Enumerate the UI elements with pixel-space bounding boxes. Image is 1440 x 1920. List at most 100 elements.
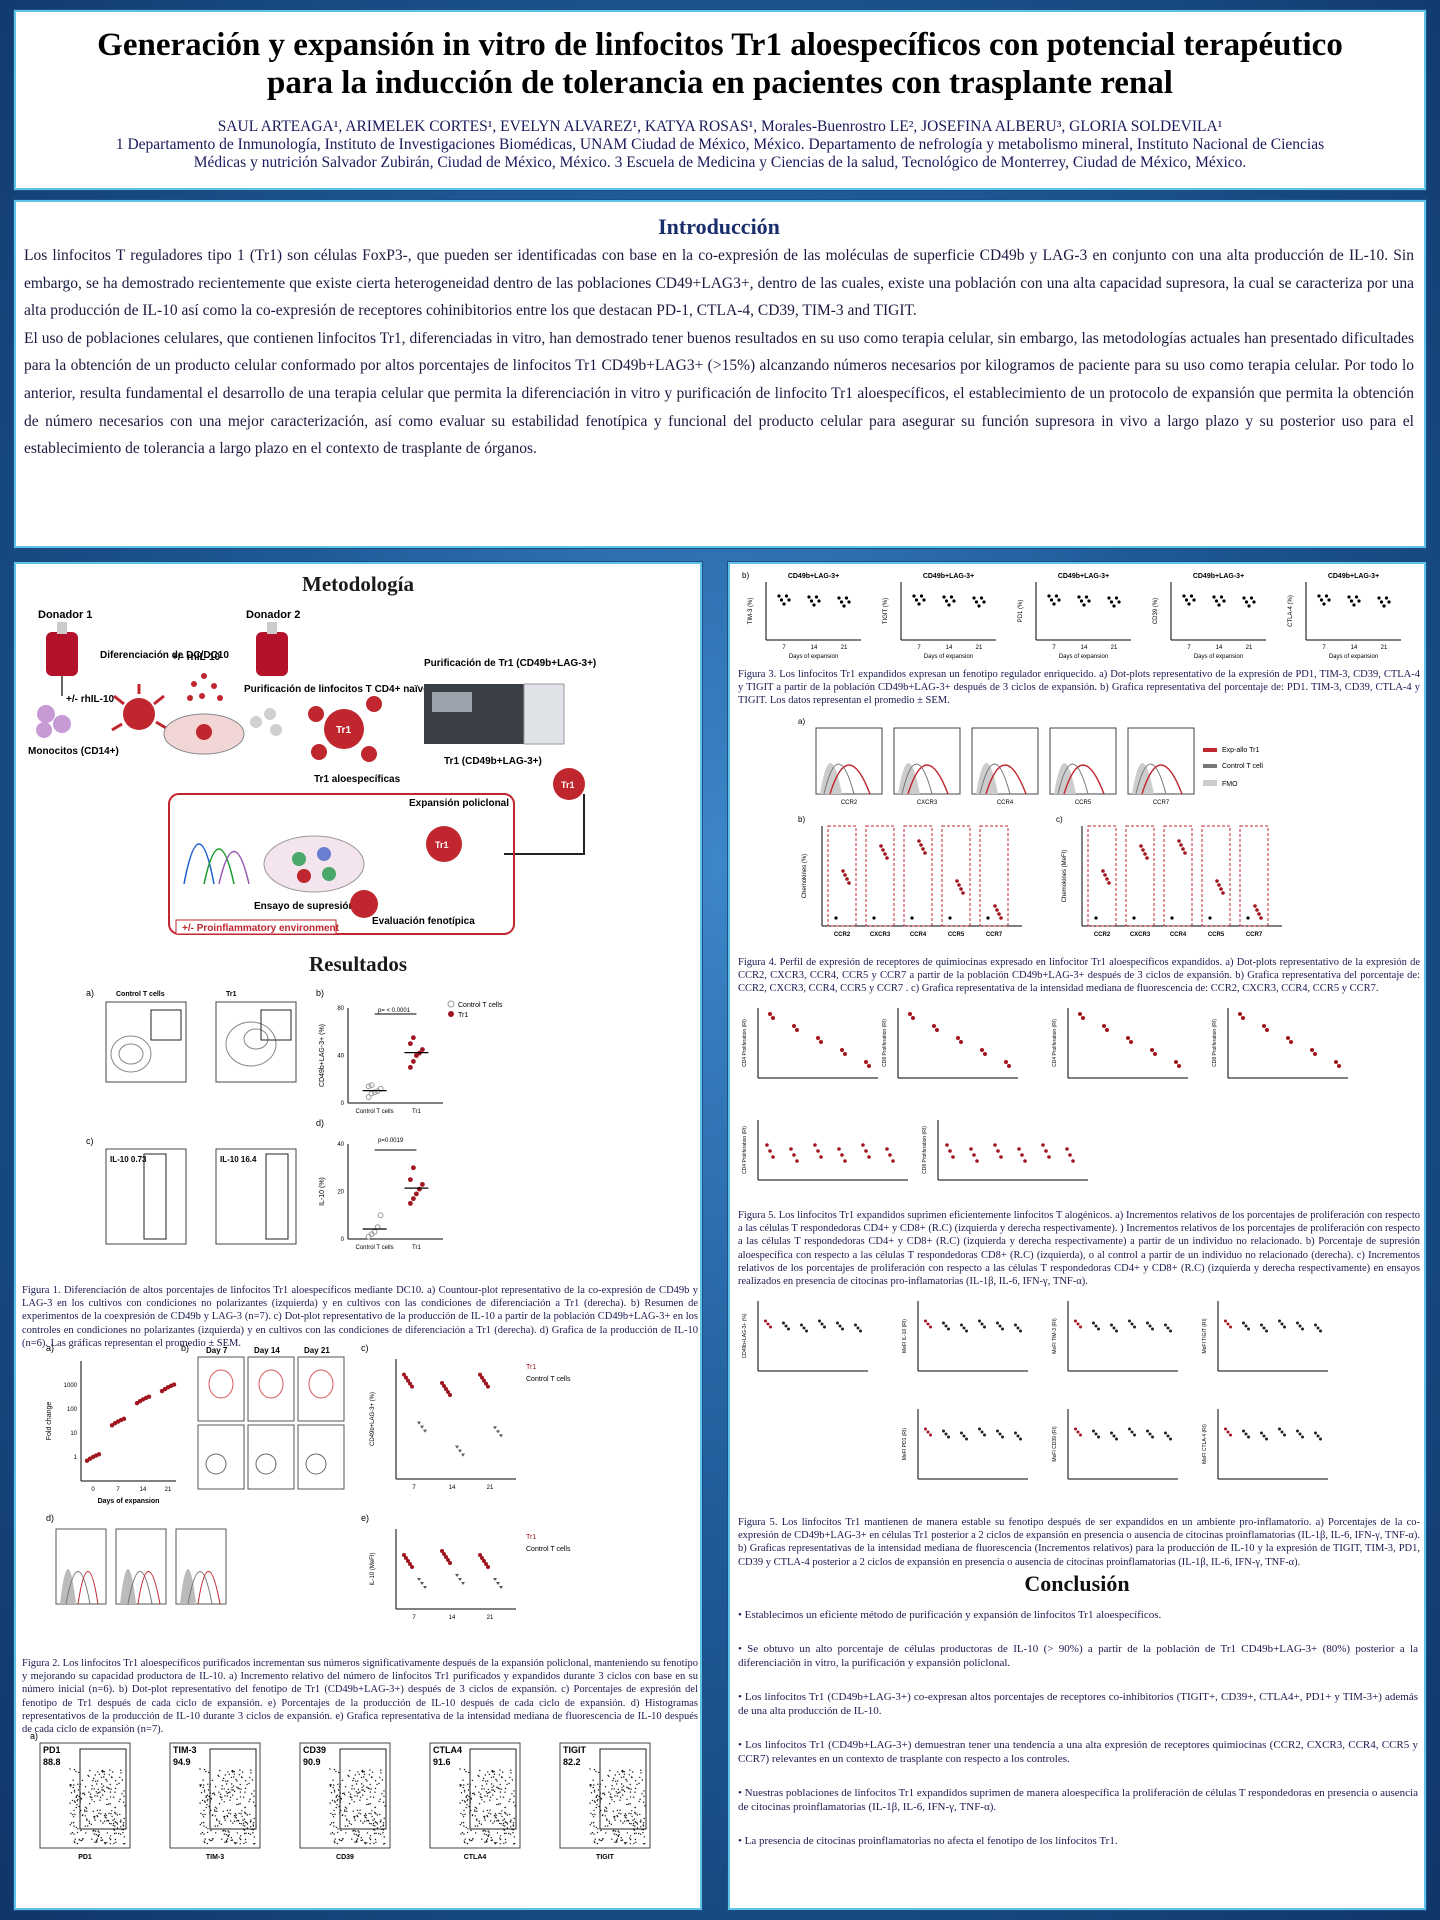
dot — [494, 1842, 496, 1844]
dot — [355, 1783, 358, 1785]
data-point — [1357, 599, 1361, 603]
dot — [479, 1796, 482, 1798]
figure-5b-caption: Figura 5. Los linfocitos Tr1 mantienen d… — [738, 1517, 1420, 1568]
dot — [209, 1839, 211, 1842]
dot — [613, 1817, 616, 1819]
data-point — [975, 1159, 979, 1163]
data-point — [1238, 1012, 1242, 1016]
dot — [640, 1819, 642, 1821]
dot — [336, 1794, 339, 1796]
dot — [589, 1784, 591, 1786]
tick-label: 1000 — [64, 1383, 78, 1389]
dot — [499, 1769, 501, 1771]
conclusion-item: • Los linfocitos Tr1 (CD49b+LAG-3+) co-e… — [738, 1691, 1418, 1717]
data-point — [1224, 1427, 1227, 1431]
dot — [592, 1821, 595, 1824]
dot — [108, 1820, 110, 1822]
tr1-purification-label: Purificación de Tr1 (CD49b+LAG-3+) — [424, 658, 596, 669]
data-point — [1217, 603, 1221, 607]
dot — [228, 1812, 230, 1814]
dot — [335, 1770, 337, 1773]
dot — [463, 1800, 466, 1802]
dot — [378, 1782, 380, 1785]
data-point — [404, 1375, 408, 1380]
data-point — [972, 1153, 976, 1157]
receptor-label: CCR5 — [1208, 932, 1225, 938]
dot — [357, 1780, 359, 1782]
data-point — [1262, 1434, 1266, 1438]
dot — [349, 1793, 352, 1795]
data-point — [864, 1060, 868, 1064]
dot — [501, 1810, 503, 1812]
dot — [246, 1783, 248, 1786]
dot — [375, 1813, 377, 1815]
dot — [493, 1790, 496, 1793]
dot — [593, 1833, 595, 1835]
dot — [75, 1796, 77, 1799]
dot — [466, 1794, 469, 1796]
marker-name: PD1 — [43, 1745, 61, 1755]
dot — [613, 1801, 615, 1803]
data-point — [978, 1319, 981, 1323]
dot — [366, 1786, 368, 1788]
group-box — [827, 825, 857, 927]
dot — [102, 1789, 104, 1791]
data-point — [841, 869, 845, 873]
data-point — [983, 1433, 986, 1437]
data-point — [942, 1321, 945, 1325]
dot — [116, 1827, 119, 1829]
dot — [630, 1788, 632, 1790]
dot — [602, 1792, 604, 1795]
dot — [207, 1828, 209, 1830]
data-point — [1296, 1429, 1299, 1433]
dot — [114, 1812, 116, 1814]
data-point — [951, 1155, 955, 1159]
dot — [504, 1787, 507, 1790]
dot — [118, 1800, 120, 1803]
dot — [351, 1838, 353, 1840]
dot — [348, 1791, 350, 1793]
dot — [210, 1809, 212, 1812]
dot — [596, 1842, 599, 1845]
dot — [363, 1820, 366, 1822]
dot — [347, 1825, 349, 1827]
data-point — [856, 1326, 860, 1330]
dot — [70, 1784, 72, 1786]
affiliations: 1 Departamento de Inmunología, Instituto… — [115, 136, 1325, 171]
cd4-purification-label: Purificación de linfocitos T CD4+ naïve — [244, 684, 429, 695]
dot — [102, 1794, 104, 1796]
dot — [116, 1822, 118, 1824]
y-axis-label: MeFI TIM-3 (RI) — [1052, 1318, 1058, 1354]
dot — [489, 1809, 491, 1811]
dot — [603, 1792, 605, 1794]
dot — [69, 1784, 71, 1786]
dot — [376, 1822, 378, 1824]
dot — [601, 1779, 604, 1782]
data-point — [408, 1064, 413, 1070]
dot — [339, 1801, 341, 1803]
dot — [376, 1823, 379, 1825]
dot — [629, 1796, 632, 1798]
dot — [112, 1824, 114, 1827]
dot — [116, 1823, 119, 1825]
data-point — [1184, 598, 1189, 602]
dot — [229, 1809, 231, 1811]
receptor-label: CCR7 — [1153, 800, 1170, 806]
dot — [629, 1803, 631, 1805]
dot — [73, 1768, 76, 1771]
tick-label: 0 — [341, 1101, 345, 1107]
dot — [93, 1801, 95, 1803]
data-point — [1109, 600, 1114, 604]
dot — [239, 1835, 242, 1837]
dot — [598, 1805, 600, 1808]
dot — [614, 1830, 617, 1832]
data-point — [1094, 916, 1098, 920]
dot — [336, 1831, 339, 1834]
dot — [470, 1809, 472, 1812]
dot — [329, 1824, 331, 1826]
dot — [463, 1784, 465, 1786]
dot — [634, 1787, 637, 1790]
data-point — [1244, 1324, 1248, 1328]
dot — [496, 1803, 498, 1806]
